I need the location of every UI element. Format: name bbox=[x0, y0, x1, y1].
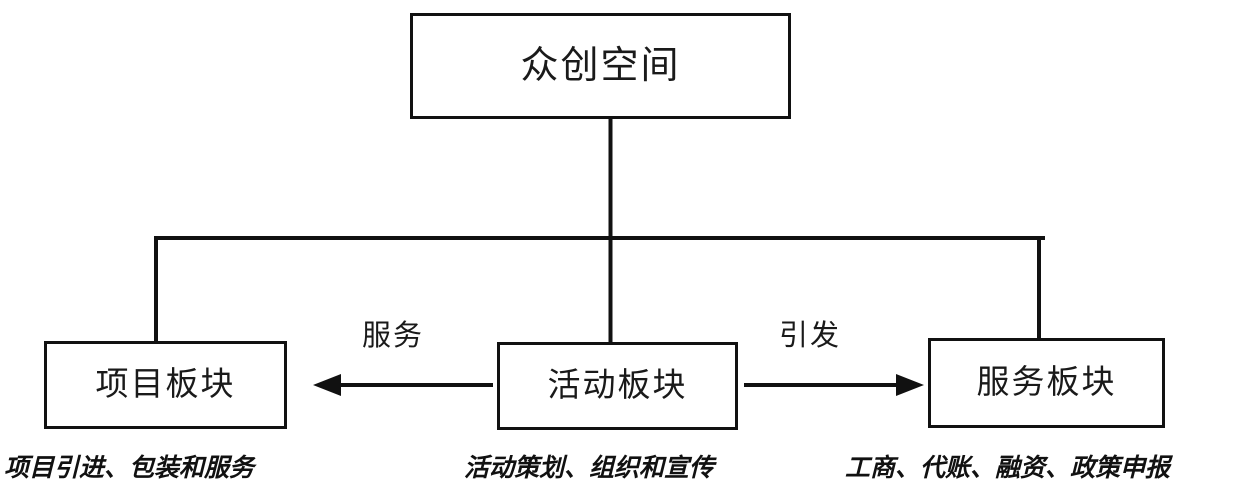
node-root-label: 众创空间 bbox=[520, 45, 681, 87]
node-activity-label: 活动板块 bbox=[547, 367, 688, 404]
node-root-maker-space: 众创空间 bbox=[410, 13, 791, 119]
node-service-label: 服务板块 bbox=[976, 364, 1117, 401]
caption-project-module: 项目引进、包装和服务 bbox=[4, 455, 255, 482]
node-project-label: 项目板块 bbox=[95, 366, 236, 403]
edge-label-activity-to-service: 引发 bbox=[779, 320, 842, 352]
caption-activity-module: 活动策划、组织和宣传 bbox=[464, 455, 715, 482]
arrow-activity-to-project-head bbox=[313, 374, 341, 396]
node-project-module: 项目板块 bbox=[44, 341, 287, 429]
edge-label-activity-to-project: 服务 bbox=[362, 320, 425, 352]
node-activity-module: 活动板块 bbox=[497, 342, 738, 430]
caption-service-module: 工商、代账、融资、政策申报 bbox=[845, 455, 1171, 482]
node-service-module: 服务板块 bbox=[928, 338, 1165, 428]
arrow-activity-to-service-head bbox=[896, 374, 924, 396]
